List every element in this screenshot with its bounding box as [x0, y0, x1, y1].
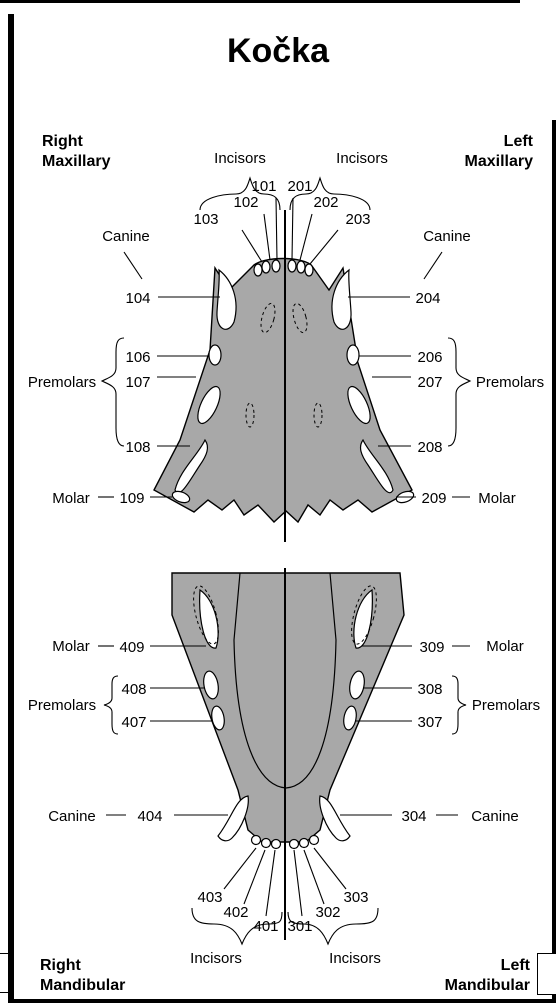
- canine-104: [217, 270, 236, 329]
- tooth-208: 208: [417, 439, 442, 456]
- canine-204: [332, 270, 351, 329]
- tooth-304: 304: [401, 808, 426, 825]
- label-premolars-right-maxillary: Premolars: [28, 374, 96, 391]
- label-premolars-right-mandibular: Premolars: [28, 697, 96, 714]
- tooth-106: 106: [125, 349, 150, 366]
- tooth-207: 207: [417, 374, 442, 391]
- tooth-204: 204: [415, 290, 440, 307]
- canine-404: [218, 796, 248, 841]
- label-molar-right-mandibular: Molar: [52, 638, 90, 655]
- tooth-104: 104: [125, 290, 150, 307]
- tooth-402: 402: [223, 904, 248, 921]
- label-molar-left-maxillary: Molar: [478, 490, 516, 507]
- tooth-209: 209: [421, 490, 446, 507]
- tooth-103: 103: [193, 211, 218, 228]
- maxilla-outline: [154, 259, 412, 523]
- label-incisors-left-maxillary: Incisors: [336, 150, 388, 167]
- tooth-407: 407: [121, 714, 146, 731]
- tooth-101: 101: [251, 178, 276, 195]
- tooth-408: 408: [121, 681, 146, 698]
- tooth-401: 401: [253, 918, 278, 935]
- label-canine-left-maxillary: Canine: [423, 228, 471, 245]
- tooth-107: 107: [125, 374, 150, 391]
- tooth-307: 307: [417, 714, 442, 731]
- tooth-403: 403: [197, 889, 222, 906]
- tooth-303: 303: [343, 889, 368, 906]
- label-canine-right-maxillary: Canine: [102, 228, 150, 245]
- tooth-206: 206: [417, 349, 442, 366]
- tooth-109: 109: [119, 490, 144, 507]
- tooth-302: 302: [315, 904, 340, 921]
- label-incisors-right-maxillary: Incisors: [214, 150, 266, 167]
- label-canine-left-mandibular: Canine: [471, 808, 519, 825]
- tooth-308: 308: [417, 681, 442, 698]
- tooth-201: 201: [287, 178, 312, 195]
- tooth-102: 102: [233, 194, 258, 211]
- tooth-404: 404: [137, 808, 162, 825]
- label-premolars-left-maxillary: Premolars: [476, 374, 544, 391]
- canine-304: [320, 796, 350, 841]
- label-premolars-left-mandibular: Premolars: [472, 697, 540, 714]
- tooth-108: 108: [125, 439, 150, 456]
- tooth-309: 309: [419, 639, 444, 656]
- tooth-409: 409: [119, 639, 144, 656]
- tooth-202: 202: [313, 194, 338, 211]
- tooth-301: 301: [287, 918, 312, 935]
- label-molar-right-maxillary: Molar: [52, 490, 90, 507]
- label-canine-right-mandibular: Canine: [48, 808, 96, 825]
- label-molar-left-mandibular: Molar: [486, 638, 524, 655]
- tooth-203: 203: [345, 211, 370, 228]
- label-incisors-left-mandibular: Incisors: [329, 950, 381, 967]
- label-incisors-right-mandibular: Incisors: [190, 950, 242, 967]
